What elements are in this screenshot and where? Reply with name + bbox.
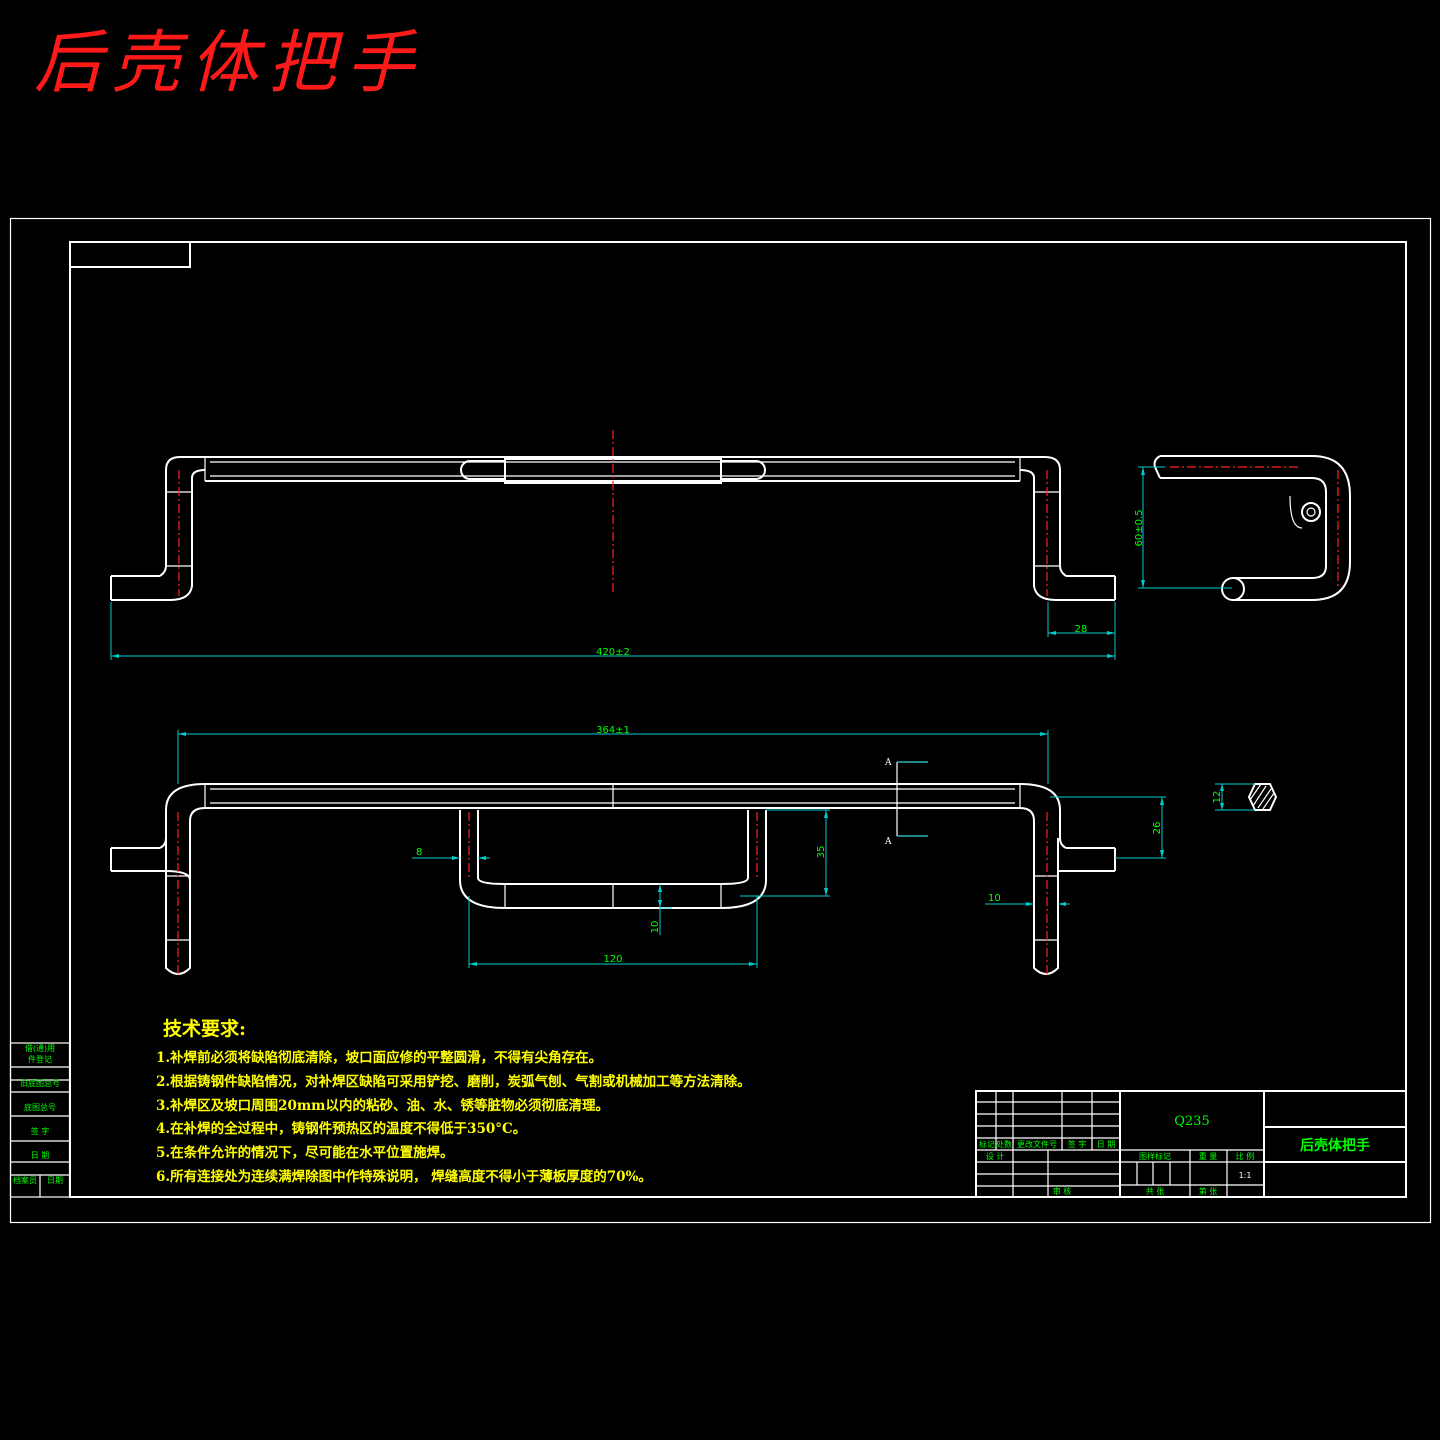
- corner-box: [69, 241, 191, 268]
- tb-label-weight: 重 量: [1199, 1151, 1218, 1161]
- strip-label-2: 件登记: [28, 1054, 52, 1064]
- dim-overall-length: 420±2: [596, 647, 630, 658]
- section-view: 12: [1212, 783, 1278, 811]
- tb-label-sheet: 第 张: [1199, 1186, 1218, 1196]
- dim-end-offset: 28: [1075, 624, 1088, 635]
- left-strip: 借(通)用 件登记 旧底图总号 底图总号 签 字 日 期 档案员 日期: [9, 1042, 71, 1198]
- tb-label-drawing-mark: 图样标记: [1139, 1151, 1171, 1161]
- dim-grip-width: 120: [603, 954, 622, 965]
- dim-section-size: 12: [1212, 791, 1223, 804]
- strip-label-5: 签 字: [31, 1126, 50, 1136]
- dim-height: 60±0.5: [1134, 509, 1145, 546]
- dim-grip-depth: 35: [816, 846, 827, 859]
- page-title: 后壳体把手: [34, 24, 425, 103]
- dim-leg-offset: 10: [988, 893, 1001, 904]
- strip-label-6: 日 期: [31, 1151, 50, 1160]
- side-view: 60±0.5: [1134, 455, 1351, 601]
- strip-label-8: 日期: [47, 1176, 63, 1185]
- tb-label-scale: 比 例: [1236, 1151, 1255, 1161]
- strip-label-1: 借(通)用: [25, 1043, 55, 1053]
- tb-label-review: 审 核: [1053, 1186, 1072, 1196]
- tb-material: Q235: [1174, 1114, 1209, 1129]
- section-mark-top: A: [884, 758, 892, 768]
- tb-label-design: 设 计: [986, 1151, 1005, 1161]
- top-view: A A 364±1 26 35 8 10 120 10: [110, 725, 1166, 976]
- outer-border: [9, 217, 1432, 1224]
- strip-label-3: 旧底图总号: [20, 1078, 60, 1088]
- dim-rise: 26: [1152, 822, 1163, 835]
- tb-label-sign: 签 字: [1068, 1139, 1087, 1149]
- tb-part-name: 后壳体把手: [1300, 1137, 1370, 1154]
- section-mark-bottom: A: [884, 837, 892, 847]
- inner-border: [69, 241, 1407, 1198]
- tb-label-docno: 更改文件号: [1017, 1139, 1057, 1149]
- front-view: 420±2 28: [110, 430, 1116, 660]
- tb-label-total-sheets: 共 张: [1146, 1187, 1165, 1196]
- title-block: 标记 处数 更改文件号 签 字 日 期 设 计 图样标记 重 量 比 例 共 张…: [975, 1090, 1407, 1198]
- tb-scale: 1:1: [1239, 1171, 1252, 1180]
- strip-label-7: 档案员: [13, 1175, 37, 1185]
- dim-grip-gap: 8: [416, 847, 422, 858]
- tb-label-mark: 标记: [979, 1139, 995, 1149]
- dim-inner-span: 364±1: [596, 725, 630, 736]
- tb-label-count: 处数: [996, 1139, 1012, 1149]
- strip-label-4: 底图总号: [24, 1102, 56, 1112]
- dim-grip-bar: 10: [650, 921, 661, 934]
- tb-label-date: 日 期: [1097, 1140, 1116, 1149]
